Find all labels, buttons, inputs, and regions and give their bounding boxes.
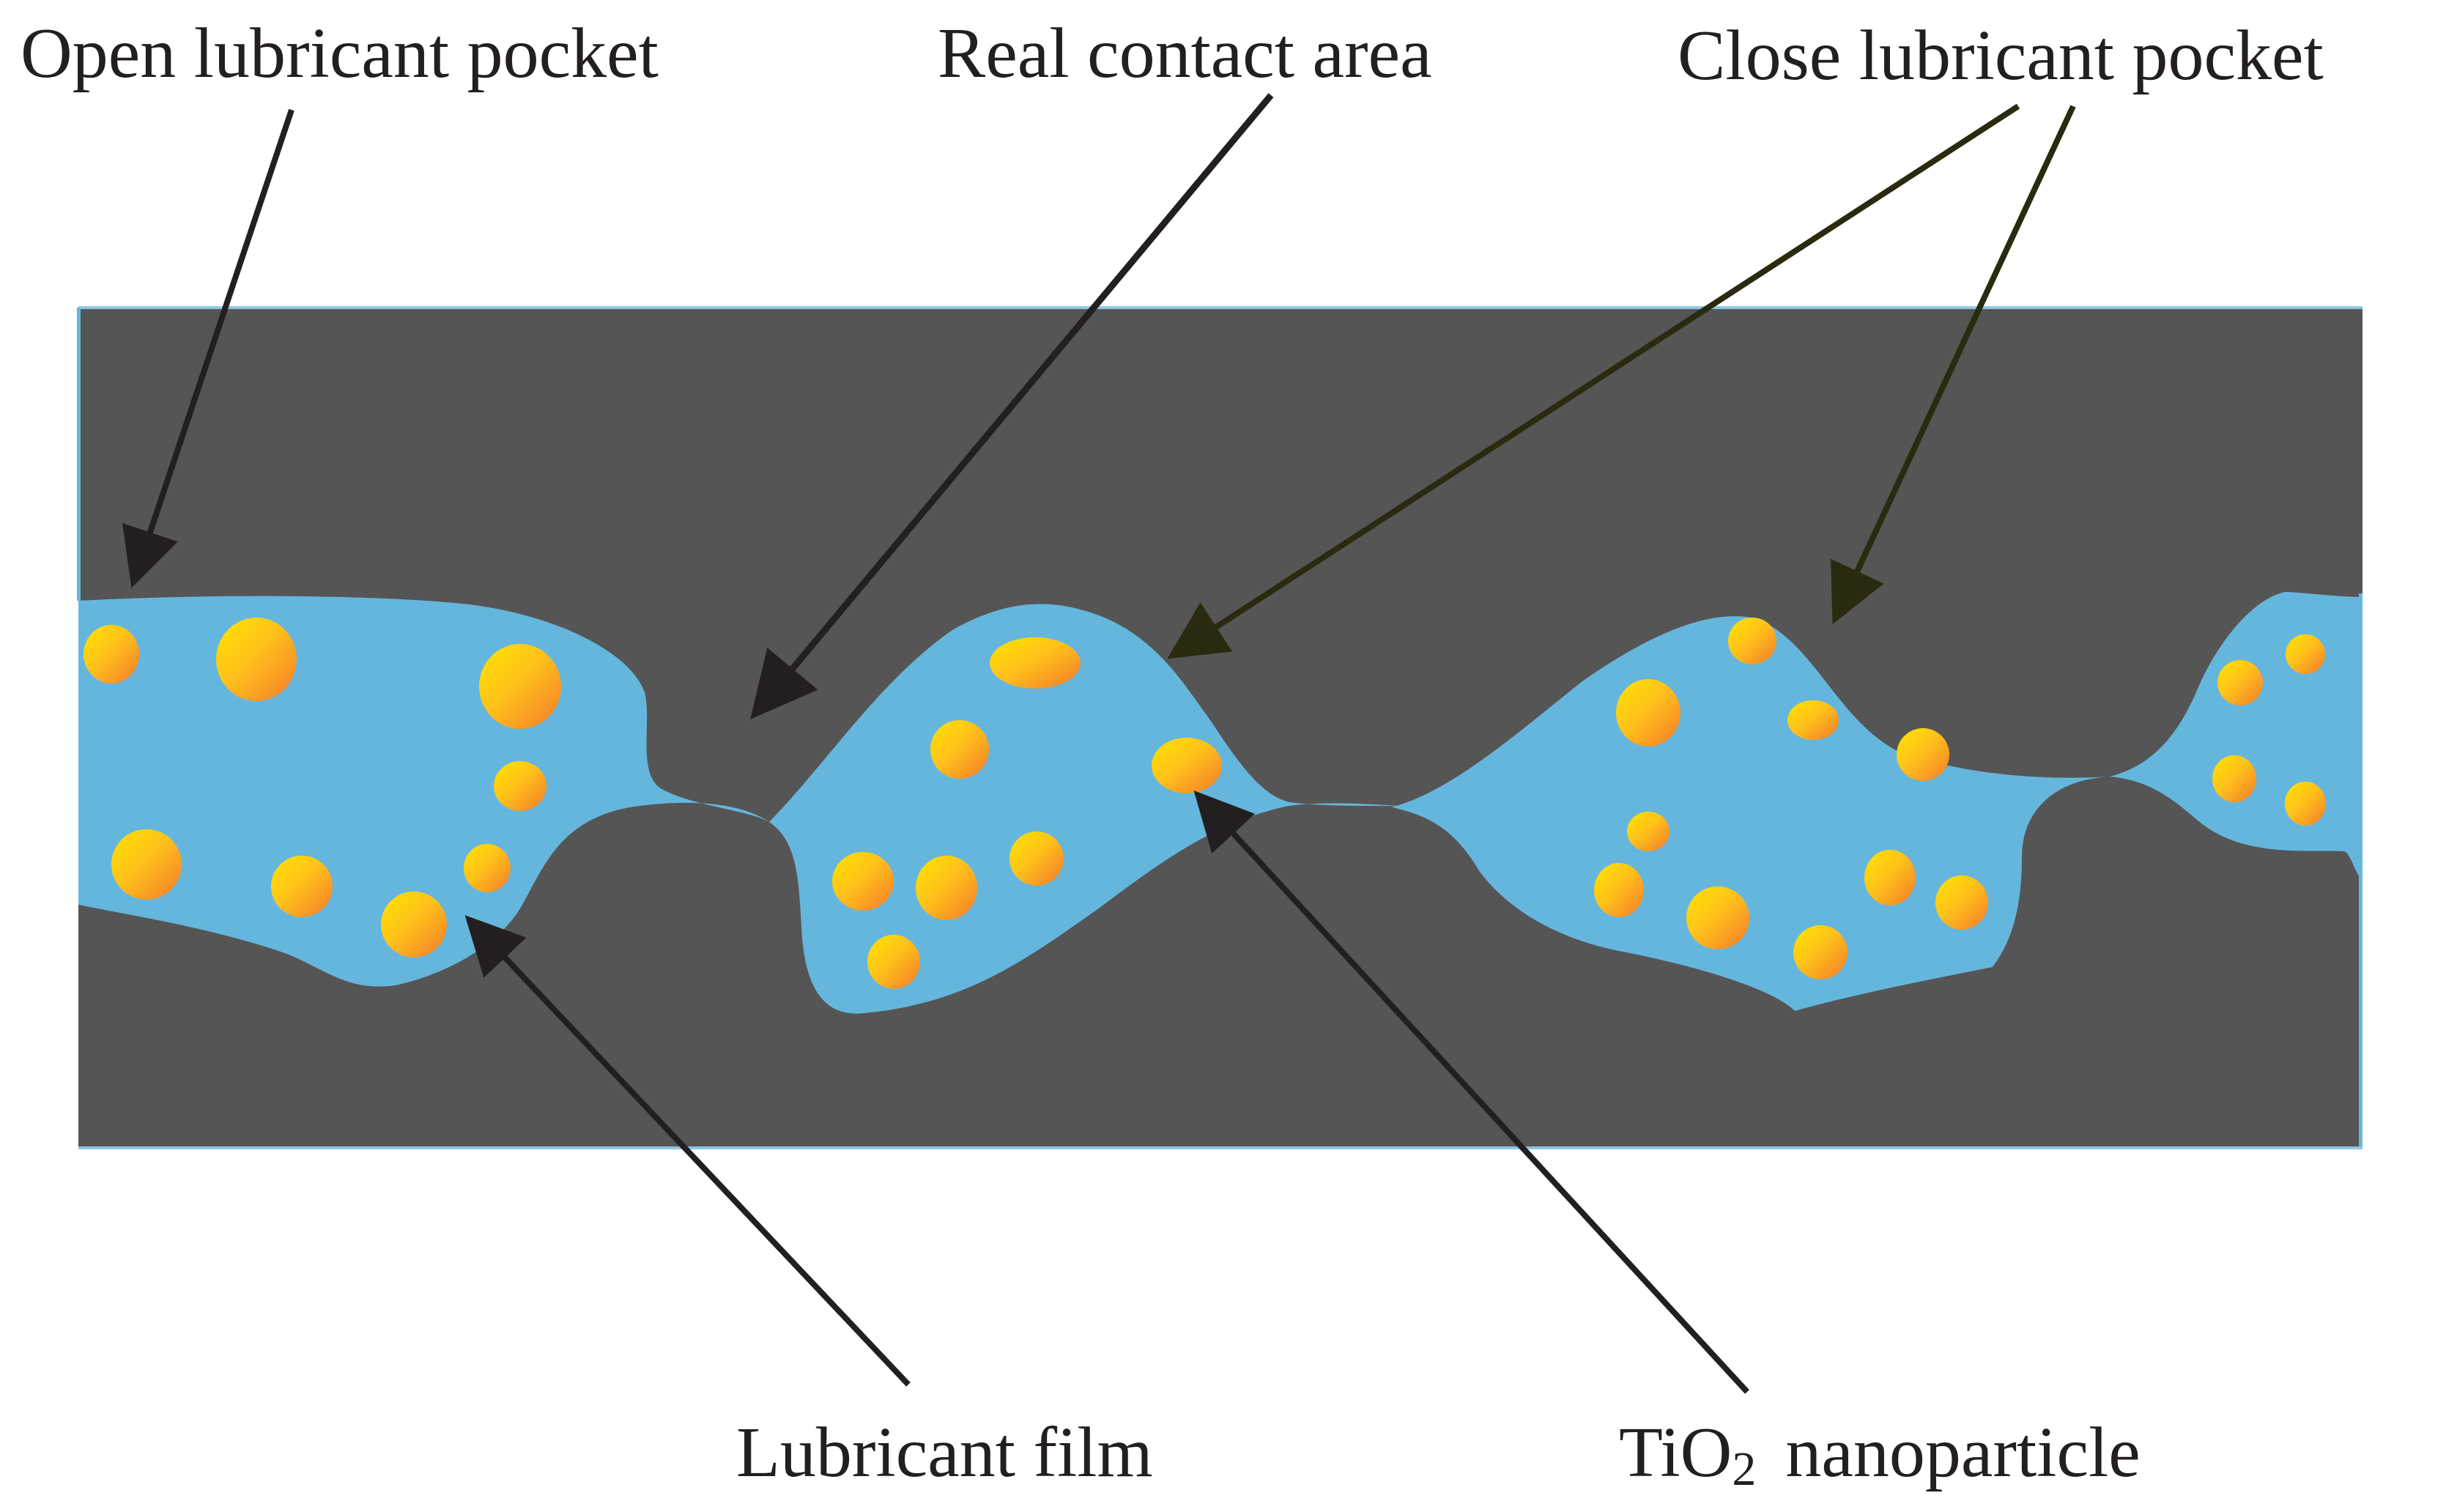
arrow-close-pocket-middle <box>1167 103 2020 659</box>
label-open-lubricant-pocket: Open lubricant pocket <box>21 14 659 93</box>
nanoparticle <box>1793 925 1848 979</box>
nanoparticle <box>84 625 139 683</box>
nanoparticle <box>2285 782 2326 826</box>
nanoparticles <box>84 618 2326 989</box>
nanoparticle <box>930 720 989 779</box>
nanoparticle <box>1897 728 1949 781</box>
nanoparticle <box>1864 850 1916 905</box>
nanoparticle <box>494 761 546 811</box>
surface-left-edge <box>77 308 81 601</box>
label-tio2-nanoparticle: TiO2 nanoparticle <box>1619 1413 2141 1496</box>
nanoparticle <box>1152 738 1222 793</box>
label-lubricant-film: Lubricant film <box>736 1413 1153 1492</box>
surface-bottom-edge <box>78 1146 2362 1149</box>
nanoparticle <box>271 856 333 917</box>
nanoparticle <box>381 892 447 957</box>
surface-top-edge <box>78 306 2362 309</box>
nanoparticle <box>216 618 297 701</box>
label-real-contact-area: Real contact area <box>938 14 1432 93</box>
nanoparticle-word: nanoparticle <box>1785 1413 2140 1492</box>
nanoparticle <box>990 637 1081 689</box>
nanoparticle <box>479 644 561 729</box>
nanoparticle <box>1009 831 1064 886</box>
nanoparticle <box>2212 755 2256 802</box>
label-close-lubricant-pocket: Close lubricant pocket <box>1678 16 2324 95</box>
nanoparticle <box>1594 863 1644 917</box>
nanoparticle <box>1627 812 1670 851</box>
arrow-real-contact <box>750 93 1274 719</box>
close-lubricant-pocket-right <box>1392 616 2110 1011</box>
arrow-open-pocket <box>122 108 294 588</box>
nanoparticle <box>111 829 182 900</box>
arrow-close-pocket-right <box>1831 105 2076 625</box>
tio2-formula: TiO <box>1619 1413 1732 1492</box>
nanoparticle <box>1935 875 1988 930</box>
tio2-subscript: 2 <box>1732 1442 1756 1496</box>
nanoparticle <box>1686 886 1749 949</box>
arrow-nanoparticle <box>1193 790 1749 1394</box>
nanoparticle <box>867 935 920 989</box>
nanoparticle <box>464 844 511 892</box>
nanoparticle <box>2286 634 2325 674</box>
nanoparticle <box>2217 660 2263 705</box>
nanoparticle <box>1787 700 1839 740</box>
arrow-lubricant-film <box>464 915 911 1387</box>
nanoparticle <box>832 852 894 911</box>
nanoparticle <box>1616 679 1680 746</box>
nanoparticle <box>1728 618 1776 664</box>
nanoparticle <box>916 856 977 920</box>
